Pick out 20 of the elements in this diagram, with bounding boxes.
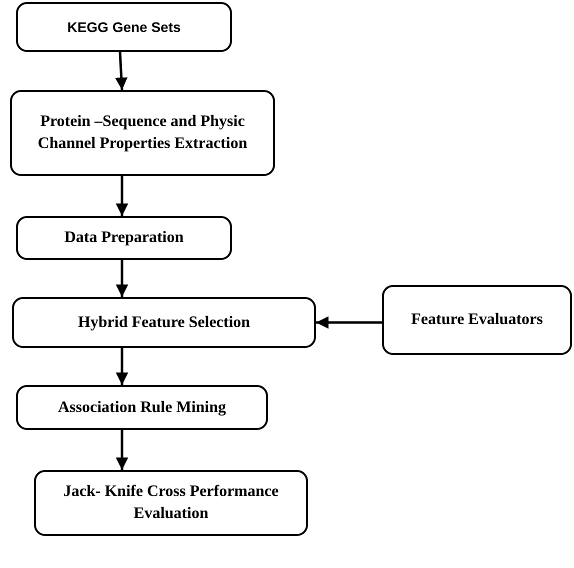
box-label: Association Rule Mining: [58, 398, 226, 418]
arrow: [116, 176, 128, 216]
box-label: Feature Evaluators: [411, 310, 543, 330]
box-label: Hybrid Feature Selection: [78, 312, 250, 333]
process-box: [16, 216, 232, 260]
process-box: [12, 297, 316, 348]
arrow: [115, 52, 128, 90]
process-box: [16, 385, 268, 430]
process-box: [34, 470, 308, 536]
arrow: [116, 260, 128, 297]
process-box: [10, 90, 275, 176]
box-label: Data Preparation: [64, 228, 184, 248]
arrow: [116, 348, 128, 385]
box-label: Protein –Sequence and Physic Channel Properties Extraction: [36, 112, 248, 154]
box-label: KEGG Gene Sets: [67, 18, 181, 36]
box-label: Jack- Knife Cross Performance Evaluation: [62, 482, 280, 524]
process-box: [16, 2, 232, 52]
arrow: [116, 430, 128, 470]
arrow: [316, 316, 382, 329]
process-box: [382, 285, 572, 355]
